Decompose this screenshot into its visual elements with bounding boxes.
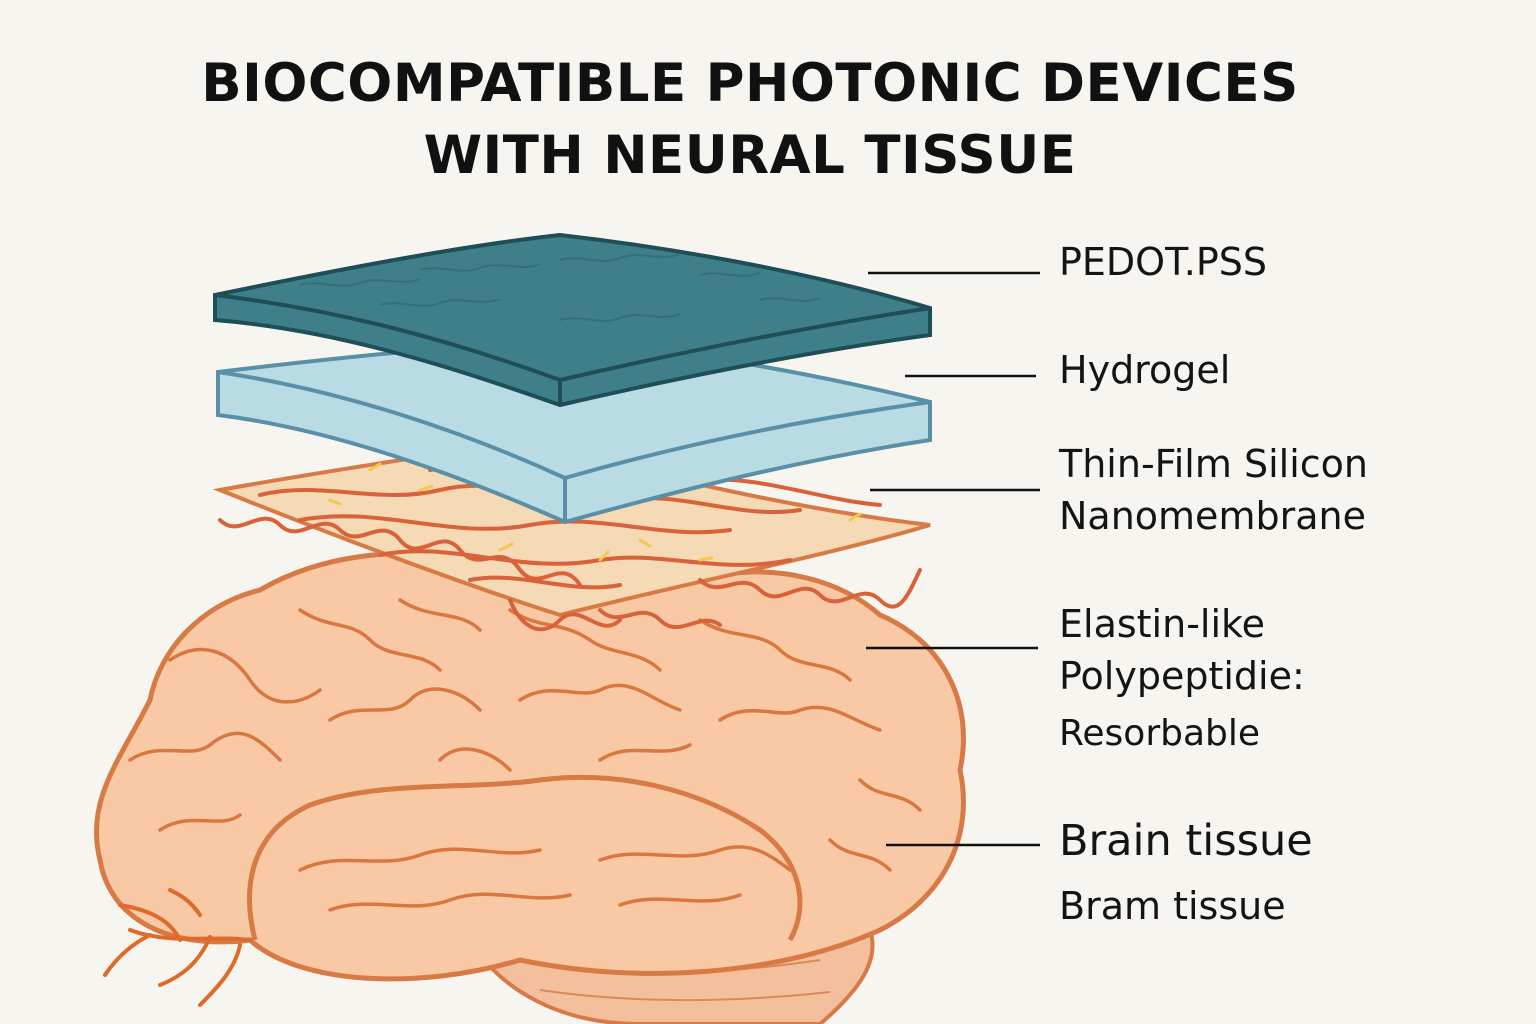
label-hydrogel: Hydrogel [1059, 348, 1231, 392]
label-elastin-line-3: Resorbable [1059, 713, 1261, 754]
title-line-1: BIOCOMPATIBLE PHOTONIC DEVICES [201, 53, 1299, 114]
title-line-2: WITH NEURAL TISSUE [423, 125, 1077, 186]
page-title: BIOCOMPATIBLE PHOTONIC DEVICES WITH NEUR… [0, 48, 1500, 192]
leader-lines [866, 271, 1040, 847]
pedot-layer [213, 232, 932, 408]
label-elastin-line-1: Elastin-like [1059, 602, 1266, 646]
brain-illustration [93, 547, 966, 1024]
label-brain-line-1: Brain tissue [1059, 816, 1313, 866]
label-pedot: PEDOT.PSS [1059, 240, 1268, 284]
label-brain-line-2: Bram tissue [1059, 884, 1286, 928]
label-silicon-line-2: Nanomembrane [1059, 494, 1366, 538]
label-elastin-line-2: Polypeptidie: [1059, 654, 1305, 698]
label-silicon-line-1: Thin-Film Silicon [1059, 442, 1368, 486]
